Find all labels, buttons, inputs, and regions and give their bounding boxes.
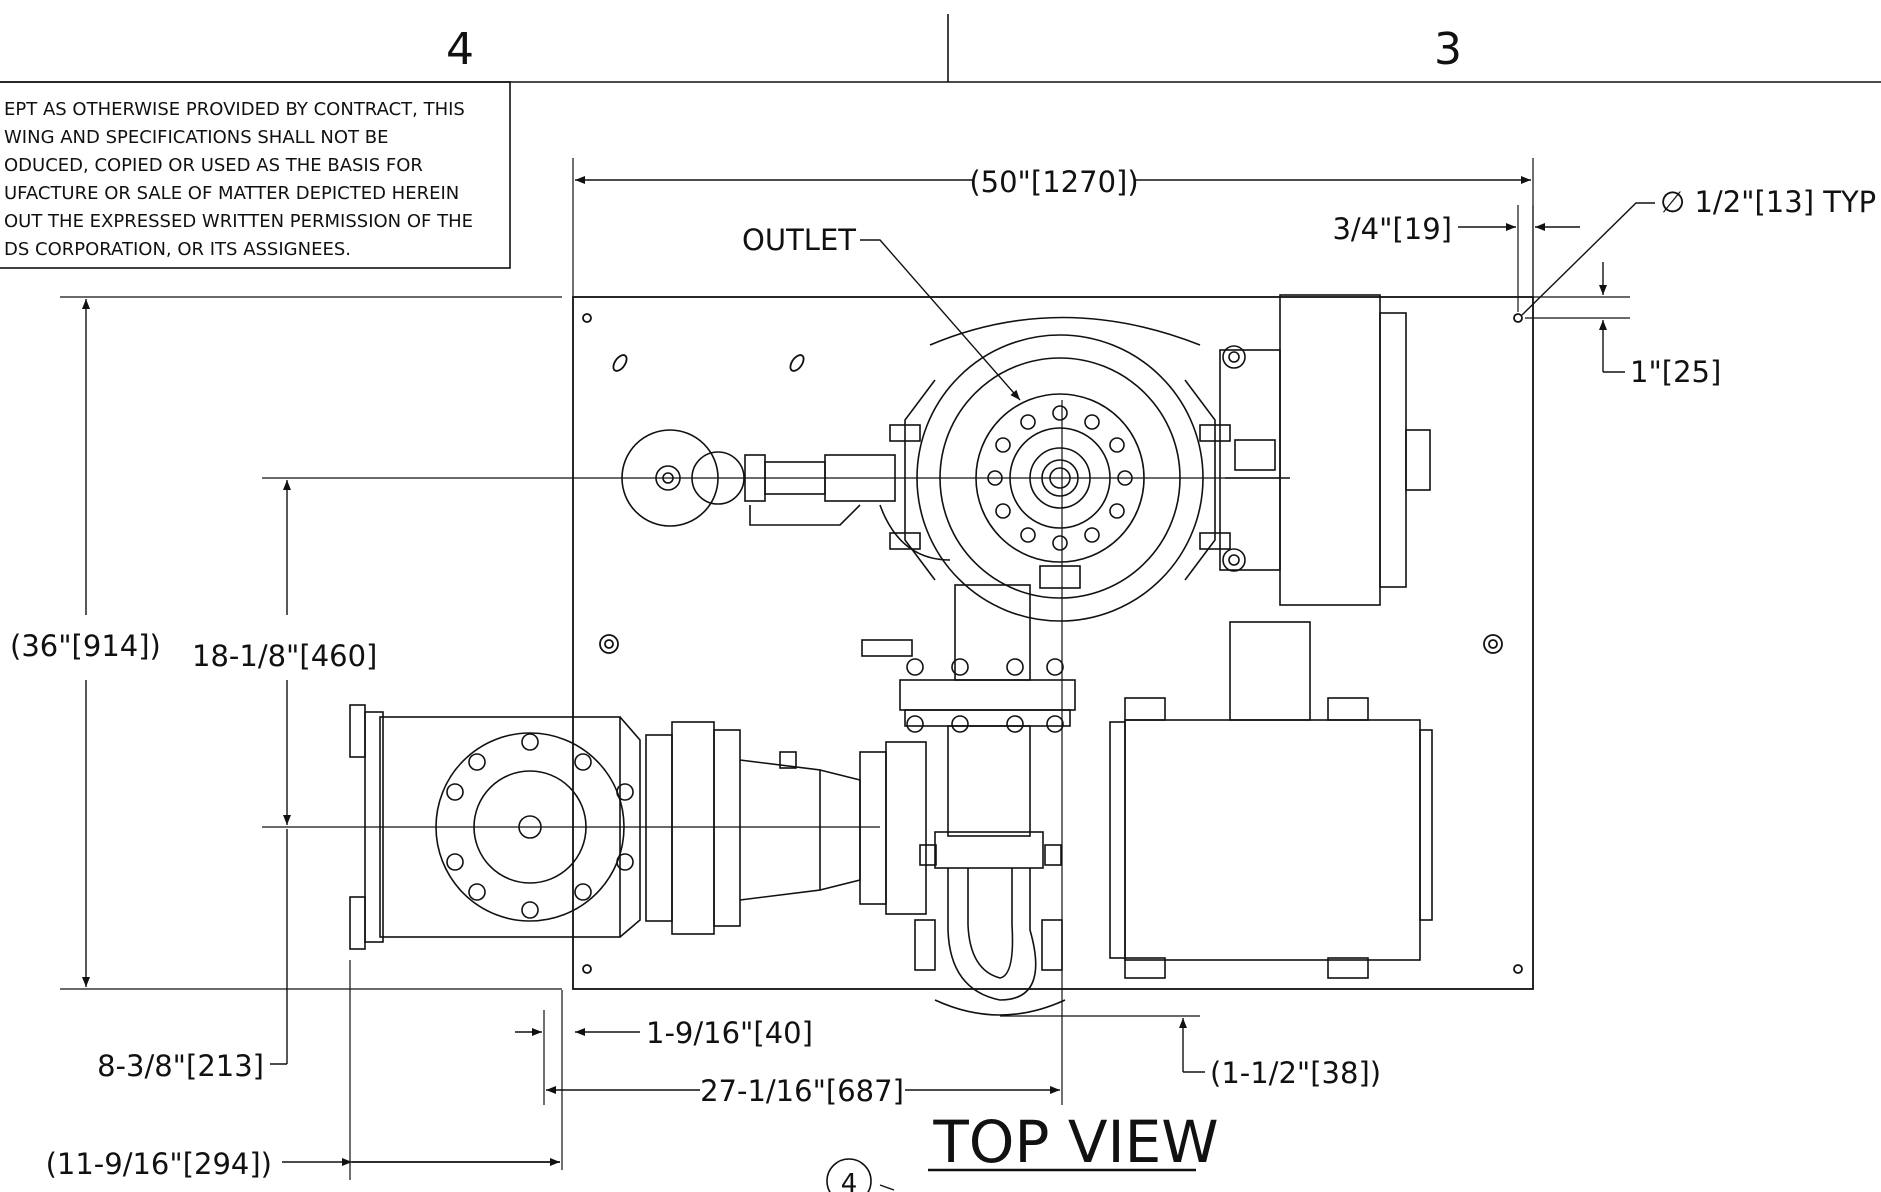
view-title: TOP VIEW [928, 1108, 1219, 1176]
dim-inlet-y: 8-3/8"[213] [97, 1049, 264, 1083]
mounting-hole [1513, 313, 1523, 323]
extension-lines [60, 158, 1630, 1180]
balloon-number: 4 [841, 1169, 858, 1192]
dim-edge-offset-y: 1"[25] [1630, 355, 1721, 389]
dim-inlet-overhang: (11-9/16"[294]) [46, 1147, 272, 1181]
base-plate [572, 296, 1534, 990]
notice-line: EPT AS OTHERWISE PROVIDED BY CONTRACT, T… [4, 99, 465, 120]
notice-line: DS CORPORATION, OR ITS ASSIGNEES. [4, 239, 351, 260]
dim-inlet-flange-gap: 1-9/16"[40] [646, 1016, 813, 1050]
dim-edge-offset-x: 3/4"[19] [1332, 212, 1452, 246]
zone-label-right: 3 [1434, 24, 1462, 75]
notice-line: WING AND SPECIFICATIONS SHALL NOT BE [4, 127, 389, 148]
notice-line: OUT THE EXPRESSED WRITTEN PERMISSION OF … [4, 211, 473, 232]
view-title-text: TOP VIEW [932, 1108, 1218, 1176]
dim-outlet-x: 27-1/16"[687] [700, 1074, 904, 1108]
sheet-border [0, 14, 1881, 83]
notice-line: ODUCED, COPIED OR USED AS THE BASIS FOR [4, 155, 423, 176]
dim-overall-width: (50"[1270]) [969, 165, 1138, 199]
dimension-lines [82, 176, 1655, 1191]
item-balloon: 4 [826, 1158, 872, 1192]
callout-outlet: OUTLET [742, 223, 856, 257]
notice-line: UFACTURE OR SALE OF MATTER DEPICTED HERE… [4, 183, 459, 204]
dim-overall-depth: (36"[914]) [10, 629, 161, 663]
zone-label-left: 4 [446, 24, 474, 75]
notice-box: EPT AS OTHERWISE PROVIDED BY CONTRACT, T… [0, 81, 511, 269]
dim-hole-diameter: ∅ 1/2"[13] TYP [1660, 185, 1876, 219]
pump-assembly [349, 294, 1433, 1016]
dim-outlet-y: 18-1/8"[460] [192, 639, 377, 673]
dim-pipe-overhang: (1-1/2"[38]) [1210, 1056, 1381, 1090]
